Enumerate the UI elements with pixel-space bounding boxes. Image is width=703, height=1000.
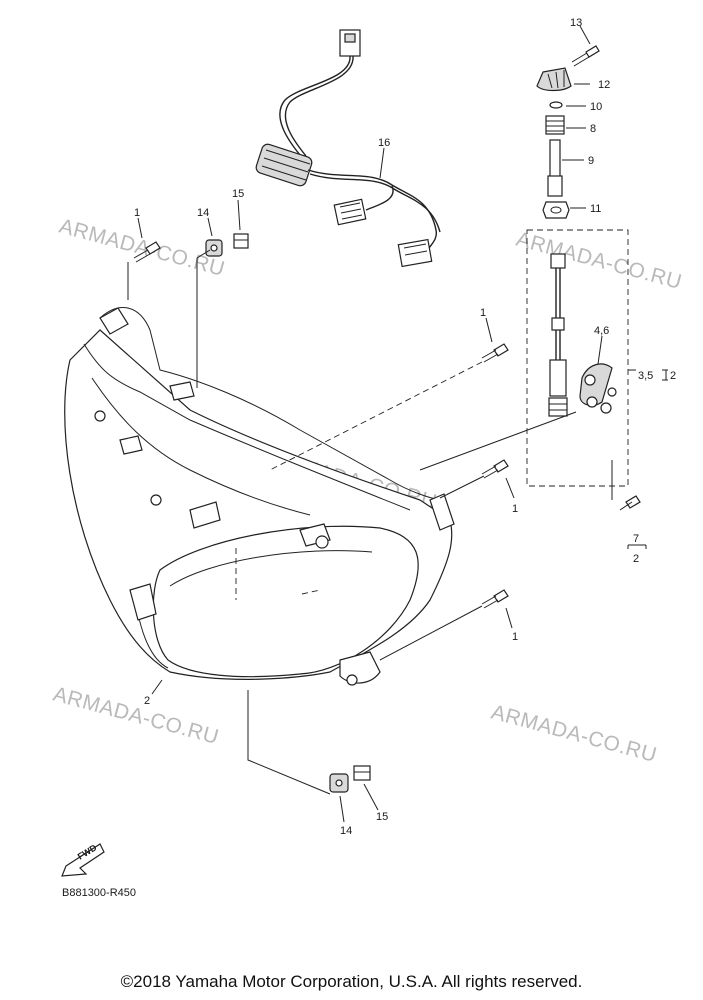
collar-15-bottom — [353, 765, 371, 781]
screw-7 — [619, 495, 641, 511]
callout-3-5: 3,5 — [638, 370, 653, 382]
o-ring-10 — [549, 101, 563, 109]
screw-1-top-left — [133, 241, 161, 263]
callout-12: 12 — [598, 79, 610, 91]
callout-2: 2 — [144, 695, 150, 707]
screw-1-bottom-right — [481, 589, 509, 609]
bracket-4-6 — [579, 363, 613, 406]
callout-8: 8 — [590, 123, 596, 135]
screw-13 — [585, 45, 600, 58]
callout-16: 16 — [378, 137, 390, 149]
callout-9: 9 — [588, 155, 594, 167]
forward-arrow-icon: FWD — [61, 842, 105, 877]
callout-14: 14 — [340, 825, 352, 837]
shaft-9 — [549, 139, 561, 181]
copyright-notice: ©2018 Yamaha Motor Corporation, U.S.A. A… — [120, 972, 583, 991]
wire-harness-part-16 — [255, 29, 441, 268]
adjuster-stack — [536, 45, 600, 219]
grommet-14-top — [205, 239, 223, 257]
callout-4-6: 4,6 — [594, 325, 609, 337]
collar-15-top — [233, 233, 249, 249]
diagram-code: B881300-R450 — [62, 887, 136, 899]
screw-1-mid-right — [481, 343, 509, 363]
callout-2: 2 — [670, 370, 676, 382]
callout-2: 2 — [633, 553, 639, 565]
callout-7: 7 — [633, 533, 639, 545]
watermark: ARMADA-CO.RU — [489, 701, 660, 767]
leader-lines — [127, 25, 668, 823]
callout-14: 14 — [197, 207, 209, 219]
callout-1: 1 — [512, 503, 518, 515]
callout-1: 1 — [512, 631, 518, 643]
callout-13: 13 — [570, 17, 582, 29]
watermark: ARMADA-CO.RU — [514, 228, 685, 294]
callout-10: 10 — [590, 101, 602, 113]
callout-15: 15 — [376, 811, 388, 823]
callout-15: 15 — [232, 188, 244, 200]
callout-1: 1 — [480, 307, 486, 319]
watermark: ARMADA-CO.RU — [51, 683, 222, 749]
headlight-lens — [152, 525, 419, 678]
nut-11 — [542, 201, 570, 219]
callout-1: 1 — [134, 207, 140, 219]
subassembly-box — [526, 229, 629, 487]
watermark: ARMADA-CO.RU — [57, 215, 228, 281]
harness-connector-mid — [333, 198, 367, 226]
cap-12 — [536, 67, 572, 92]
aiming-rod-assembly — [548, 253, 617, 417]
callout-11: 11 — [590, 203, 601, 215]
screw-1-lower-right — [481, 459, 509, 479]
harness-connector-left — [255, 143, 313, 187]
headlight-assembly-part-2 — [64, 307, 455, 686]
grommet-14-bottom — [329, 773, 349, 793]
